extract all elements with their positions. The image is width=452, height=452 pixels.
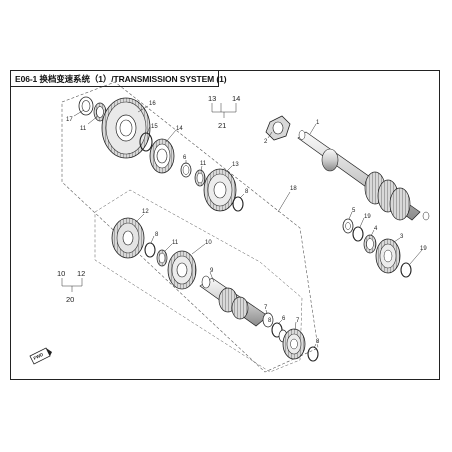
part-11-needle-bearing-upper-right[interactable] (194, 169, 206, 187)
group-label-20: 20 (66, 295, 74, 304)
part-12-gear[interactable] (111, 217, 145, 259)
part-13-gear[interactable] (203, 168, 237, 212)
part-2-nut[interactable] (265, 115, 291, 141)
callout-8: 8 (245, 189, 249, 195)
part-15-circlip[interactable] (139, 132, 153, 152)
diagram-frame: E06-1 换档变速系统（1）/TRANSMISSION SYSTEM (1) (10, 70, 440, 380)
part-5-washer[interactable] (342, 218, 354, 234)
callout-6: 6 (282, 316, 286, 322)
title-box: E06-1 换档变速系统（1）/TRANSMISSION SYSTEM (1) (11, 71, 227, 87)
callout-5: 5 (352, 208, 356, 214)
part-8-circlip-lower-right[interactable] (307, 346, 319, 362)
part-8-circlip-lower-left[interactable] (144, 242, 156, 258)
callout-6: 6 (183, 155, 187, 161)
part-19-circlip-lower[interactable] (400, 262, 412, 278)
part-14-shift-gear[interactable] (149, 138, 175, 174)
forward-direction-tag: FWD (29, 347, 52, 365)
callout-2: 2 (264, 139, 268, 145)
part-17-washer[interactable] (78, 96, 94, 116)
part-3-gear[interactable] (375, 238, 401, 274)
group-label-12: 12 (77, 269, 85, 278)
assembly-boundary-dashed (61, 81, 319, 373)
callout-9: 9 (210, 268, 214, 274)
callout-8: 8 (316, 339, 320, 345)
part-19-circlip-upper[interactable] (352, 226, 364, 242)
callout-11: 11 (200, 161, 207, 167)
part-6-bushing-upper[interactable] (180, 162, 192, 178)
callout-17: 17 (66, 117, 73, 123)
part-9-main-shaft[interactable] (199, 275, 269, 327)
callout-8: 8 (268, 318, 272, 324)
callout-11: 11 (80, 126, 87, 132)
callout-16: 16 (149, 101, 156, 107)
callout-labels: 17 11 16 15 14 6 11 13 8 12 8 11 10 9 7 … (57, 94, 427, 345)
callout-19: 19 (420, 246, 427, 252)
callout-1: 1 (316, 120, 320, 126)
part-7-washer-lower-left[interactable] (262, 312, 274, 328)
callout-11: 11 (172, 240, 179, 246)
callout-7: 7 (264, 305, 268, 311)
callout-12: 12 (142, 209, 149, 215)
callout-14: 14 (176, 126, 183, 132)
callout-8: 8 (155, 232, 159, 238)
part-7-gear-lower-right[interactable] (282, 328, 306, 360)
callout-4: 4 (374, 226, 378, 232)
subgroup-boundary-dashed (94, 189, 303, 373)
fwd-label: FWD (33, 352, 45, 361)
part-1-output-shaft[interactable] (297, 130, 430, 221)
callout-10: 10 (205, 240, 212, 246)
part-4-needle-bearing[interactable] (363, 234, 377, 254)
part-8-circlip-upper[interactable] (232, 196, 244, 212)
callout-7: 7 (296, 318, 300, 324)
callout-13: 13 (232, 162, 239, 168)
leader-lines (61, 103, 423, 349)
page-title: E06-1 换档变速系统（1）/TRANSMISSION SYSTEM (1) (15, 74, 227, 84)
callout-19: 19 (364, 214, 371, 220)
callout-18: 18 (290, 186, 297, 192)
part-11-needle-bearing-lower[interactable] (156, 249, 168, 267)
part-10-gear[interactable] (167, 250, 197, 290)
callout-15: 15 (151, 124, 158, 130)
group-label-14: 14 (232, 94, 240, 103)
part-16-gear[interactable] (101, 97, 151, 159)
group-label-13: 13 (208, 94, 216, 103)
group-label-10: 10 (57, 269, 65, 278)
callout-3: 3 (400, 234, 404, 240)
group-label-21: 21 (218, 121, 226, 130)
